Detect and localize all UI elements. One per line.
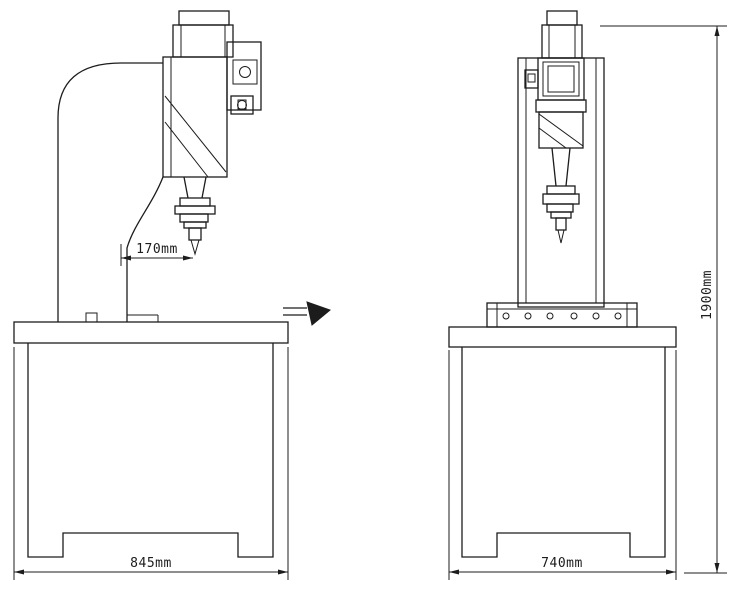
cylinder-top-block	[172, 10, 234, 58]
cabinet-stand-left	[27, 343, 274, 558]
dimension-label-front-base: 740mm	[541, 556, 583, 571]
punch-tool-front	[555, 217, 567, 244]
dimension-side-base: 845mm	[13, 347, 289, 580]
cylinder-top-block-front	[541, 10, 583, 59]
front-view: 740mm 1900mm	[448, 10, 727, 580]
handle-lever	[283, 301, 331, 326]
dimension-label-throat: 170mm	[136, 242, 178, 257]
c-frame-column	[57, 62, 164, 323]
table-top-right	[448, 326, 677, 348]
table-top-left	[13, 321, 289, 344]
dimension-overall-height: 1900mm	[600, 25, 727, 574]
spindle	[183, 176, 207, 199]
punch-tool	[188, 227, 202, 256]
tool-holder	[174, 197, 216, 229]
side-view: 170mm 845mm	[13, 10, 331, 580]
cabinet-stand-right	[461, 347, 666, 558]
head-assembly-front	[524, 57, 587, 149]
dimension-front-base: 740mm	[448, 350, 677, 580]
ram-housing	[162, 56, 228, 178]
dimension-throat: 170mm	[120, 242, 193, 266]
control-box	[226, 41, 262, 115]
upright-column	[517, 57, 605, 308]
spindle-front	[551, 147, 571, 187]
dimension-label-side-base: 845mm	[130, 556, 172, 571]
dimension-label-overall-height: 1900mm	[700, 270, 715, 320]
tool-holder-front	[542, 185, 580, 219]
